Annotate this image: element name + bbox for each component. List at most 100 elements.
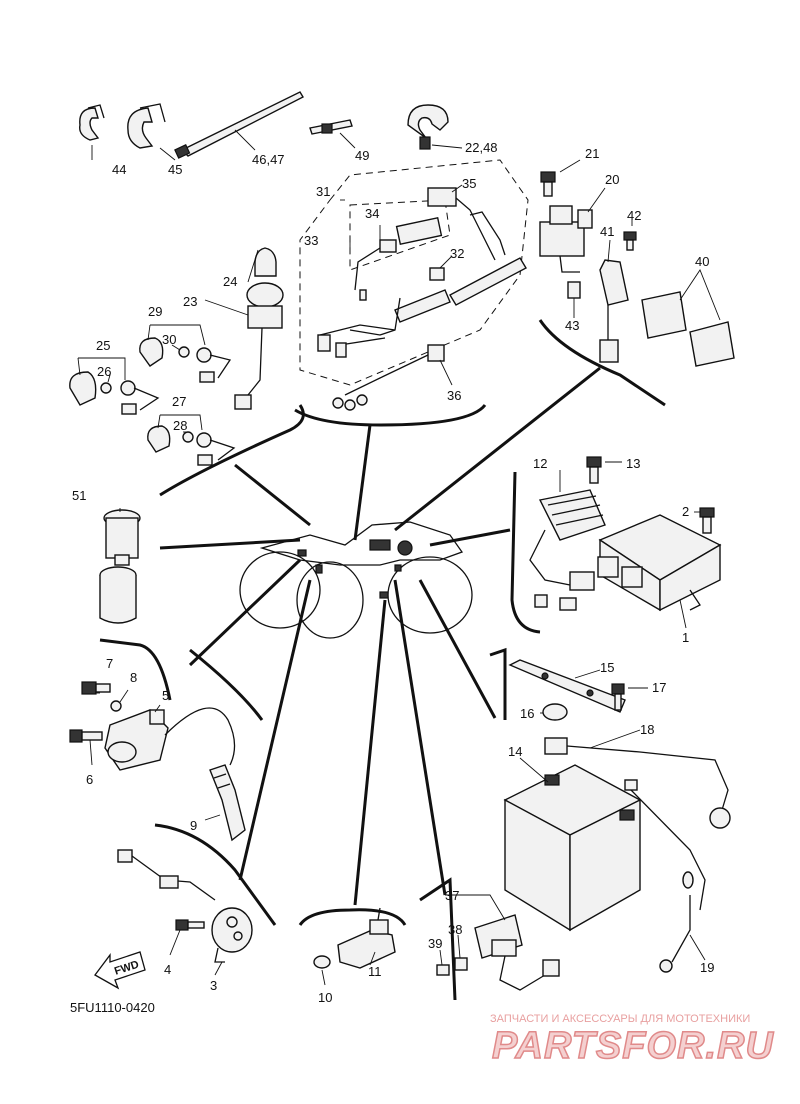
screw-2 bbox=[699, 507, 715, 534]
battery-14 bbox=[503, 764, 642, 932]
part-labels: 44 45 46,47 49 22,48 21 20 42 41 40 43 3… bbox=[72, 140, 714, 1005]
part-label-11: 11 bbox=[368, 964, 382, 979]
part-label-44: 44 bbox=[112, 162, 126, 177]
group-brackets bbox=[99, 319, 666, 1001]
part-label-16: 16 bbox=[520, 706, 534, 721]
part-label-45: 45 bbox=[168, 162, 182, 177]
part-label-18: 18 bbox=[640, 722, 654, 737]
part-label-8: 8 bbox=[130, 670, 137, 685]
harness-31-loom bbox=[317, 289, 396, 358]
part-label-27: 27 bbox=[172, 394, 186, 409]
fuse-holder-34 bbox=[354, 217, 443, 291]
subassembly-31-outline bbox=[299, 159, 529, 386]
fuse-box-37 bbox=[474, 914, 560, 991]
socket-50 bbox=[103, 509, 141, 566]
part-label-35: 35 bbox=[462, 176, 476, 191]
part-label-43: 43 bbox=[565, 318, 579, 333]
washer-8 bbox=[110, 700, 122, 712]
part-label-13: 13 bbox=[626, 456, 640, 471]
part-label-30: 30 bbox=[162, 332, 176, 347]
cable-band-49 bbox=[309, 119, 353, 135]
vehicle-outline bbox=[239, 521, 473, 639]
bolt-13 bbox=[586, 456, 602, 484]
bolt-6 bbox=[69, 729, 103, 743]
part-label-32: 32 bbox=[450, 246, 464, 261]
cap-51 bbox=[99, 566, 137, 624]
group-pointer-lines bbox=[159, 366, 601, 906]
battery-band-15 bbox=[508, 659, 626, 713]
leader-lines bbox=[77, 129, 721, 986]
part-label-34: 34 bbox=[365, 206, 379, 221]
connector-32 bbox=[349, 211, 527, 336]
neutral-switch-11 bbox=[337, 907, 396, 969]
watermark-tagline: ЗАПЧАСТИ И АКСЕССУАРЫ ДЛЯ МОТОТЕХНИКИ bbox=[490, 1013, 750, 1025]
cable-tie-46-47 bbox=[174, 91, 304, 159]
part-label-14: 14 bbox=[508, 744, 522, 759]
fuse-43 bbox=[567, 281, 581, 299]
part-label-12: 12 bbox=[533, 456, 547, 471]
clamp-44 bbox=[79, 104, 105, 141]
part-label-25: 25 bbox=[96, 338, 110, 353]
part-label-3: 3 bbox=[210, 978, 217, 993]
speed-sensor-3 bbox=[117, 849, 253, 963]
part-label-41: 41 bbox=[600, 224, 614, 239]
positive-lead-18 bbox=[544, 737, 731, 829]
starter-relay-20 bbox=[539, 205, 593, 273]
part-label-19: 19 bbox=[700, 960, 714, 975]
part-label-5: 5 bbox=[162, 688, 169, 703]
part-label-42: 42 bbox=[627, 208, 641, 223]
part-label-29: 29 bbox=[148, 304, 162, 319]
relay-40 bbox=[641, 291, 735, 367]
part-label-17: 17 bbox=[652, 680, 666, 695]
relay-41 bbox=[599, 259, 629, 363]
part-label-38: 38 bbox=[448, 922, 462, 937]
part-label-23: 23 bbox=[183, 294, 197, 309]
part-label-9: 9 bbox=[190, 818, 197, 833]
clamp-45 bbox=[127, 103, 166, 149]
watermark-brand: PARTSFOR.RU bbox=[492, 1025, 774, 1067]
part-label-22-48: 22,48 bbox=[465, 140, 498, 155]
part-label-31: 31 bbox=[316, 184, 330, 199]
ignition-coil-5 bbox=[104, 707, 236, 771]
part-label-15: 15 bbox=[600, 660, 614, 675]
main-switch-23 bbox=[234, 247, 284, 410]
bulb-set-27-28 bbox=[147, 425, 236, 466]
part-label-2: 2 bbox=[682, 504, 689, 519]
part-label-46-47: 46,47 bbox=[252, 152, 285, 167]
bolt-17 bbox=[611, 683, 625, 711]
diagram-code: 5FU1110-0420 bbox=[70, 1000, 155, 1015]
part-label-6: 6 bbox=[86, 772, 93, 787]
part-label-50: 51 bbox=[72, 488, 86, 503]
part-label-28: 28 bbox=[173, 418, 187, 433]
part-label-37: 37 bbox=[445, 888, 459, 903]
connector-36 bbox=[332, 344, 445, 411]
part-label-4: 4 bbox=[164, 962, 171, 977]
forward-direction-arrow: FWD bbox=[94, 951, 146, 990]
part-label-26: 26 bbox=[97, 364, 111, 379]
bolt-21 bbox=[540, 171, 556, 197]
screw-4 bbox=[175, 919, 205, 931]
part-label-24: 24 bbox=[223, 274, 237, 289]
bolt-7 bbox=[81, 681, 111, 695]
damper-16 bbox=[542, 703, 568, 721]
part-label-36: 36 bbox=[447, 388, 461, 403]
relay-35 bbox=[427, 187, 496, 261]
part-label-7: 7 bbox=[106, 656, 113, 671]
part-label-10: 10 bbox=[318, 990, 332, 1005]
cdi-unit-1 bbox=[597, 514, 722, 612]
plug-cap-9 bbox=[209, 764, 246, 842]
fuse-39 bbox=[436, 964, 450, 976]
part-label-33: 33 bbox=[304, 233, 318, 248]
bulb-set-29-30 bbox=[139, 337, 232, 383]
clamp-22-48 bbox=[407, 104, 449, 150]
negative-lead-19 bbox=[624, 779, 706, 973]
fuse-38 bbox=[454, 957, 468, 971]
screw-42 bbox=[623, 231, 637, 251]
part-label-21: 21 bbox=[585, 146, 599, 161]
part-label-49: 49 bbox=[355, 148, 369, 163]
part-label-40: 40 bbox=[695, 254, 709, 269]
part-label-20: 20 bbox=[605, 172, 619, 187]
gasket-10 bbox=[313, 955, 331, 969]
part-label-1: 1 bbox=[682, 630, 689, 645]
